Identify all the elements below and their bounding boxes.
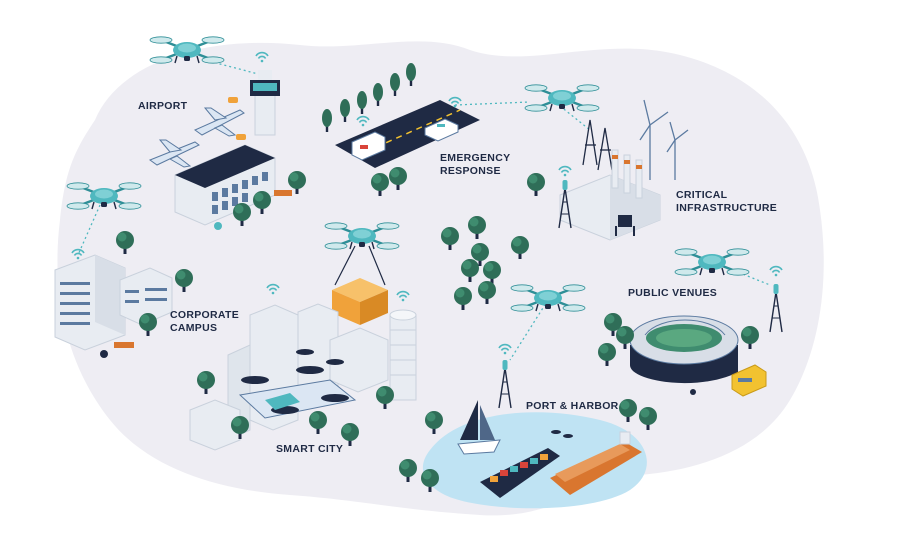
stadium-icon bbox=[629, 315, 739, 384]
package-icon bbox=[332, 278, 388, 325]
port-harbor-area bbox=[399, 283, 657, 509]
label-emergency-response: EMERGENCY RESPONSE bbox=[440, 152, 511, 177]
airplane-icon bbox=[148, 139, 200, 168]
emergency-response-area bbox=[322, 63, 480, 196]
label-airport: AIRPORT bbox=[138, 100, 188, 112]
label-smart-city: SMART CITY bbox=[276, 443, 344, 455]
corporate-campus-area bbox=[54, 181, 193, 358]
airplane-icon bbox=[193, 107, 245, 137]
label-corporate-campus: CORPORATE CAMPUS bbox=[170, 309, 240, 334]
ship-icon bbox=[550, 431, 642, 495]
label-critical-infrastructure: CRITICAL INFRASTRUCTURE bbox=[676, 189, 778, 214]
network-links bbox=[77, 59, 771, 361]
smart-city-area bbox=[189, 221, 417, 451]
wind-turbine-icon bbox=[666, 121, 689, 180]
label-port-harbor: PORT & HARBOR bbox=[526, 400, 619, 412]
critical-infrastructure-area bbox=[523, 83, 689, 241]
label-public-venues: PUBLIC VENUES bbox=[628, 287, 718, 299]
airport-area bbox=[148, 35, 306, 230]
bus-icon bbox=[731, 364, 767, 397]
ship-icon bbox=[480, 448, 560, 498]
air-taxi-icon bbox=[238, 366, 357, 419]
wind-turbine-icon bbox=[639, 99, 669, 180]
public-venues-area bbox=[598, 247, 783, 397]
ship-icon bbox=[457, 400, 501, 455]
